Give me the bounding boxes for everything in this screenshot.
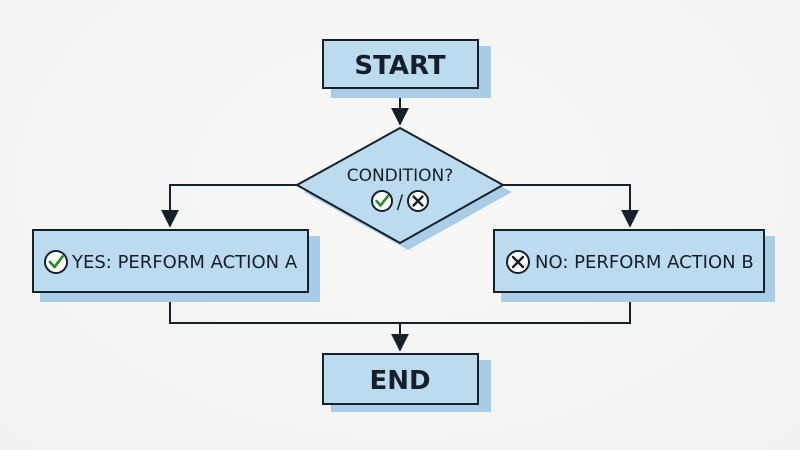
connector-decision-to-action-b [503, 184, 639, 228]
x-circle-icon [506, 250, 530, 274]
connectors [161, 88, 639, 352]
check-circle-icon [371, 190, 393, 212]
end-node-box [322, 353, 479, 405]
decision-node-label: CONDITION? [347, 166, 454, 186]
action-b-node-box [493, 229, 765, 293]
action-a-node-box [32, 229, 309, 293]
start-node: START [322, 39, 491, 98]
decision-node: CONDITION? / [294, 126, 512, 250]
start-node-label: START [354, 51, 445, 81]
action-b-node: NO: PERFORM ACTION B [493, 229, 775, 302]
decision-separator: / [397, 191, 404, 213]
action-b-node-label: NO: PERFORM ACTION B [535, 252, 754, 273]
x-circle-icon [407, 190, 429, 212]
decision-node-diamond [294, 126, 506, 245]
end-node: END [322, 353, 491, 412]
start-node-box [322, 39, 479, 89]
connector-decision-to-action-a [161, 184, 297, 228]
action-a-node-label: YES: PERFORM ACTION A [71, 252, 298, 273]
end-node-label: END [369, 366, 430, 396]
check-circle-icon [44, 250, 68, 274]
action-a-node: YES: PERFORM ACTION A [32, 229, 320, 302]
